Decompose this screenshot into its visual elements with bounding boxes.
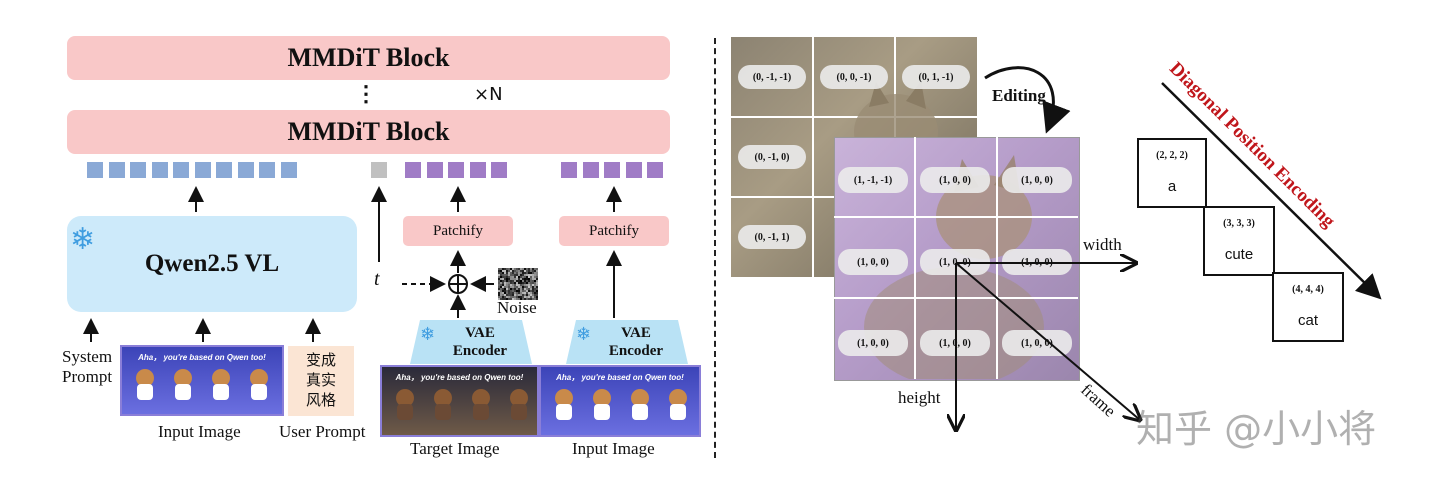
source-position-label: (0, -1, -1) xyxy=(738,65,806,89)
caption-input-image: Input Image xyxy=(158,422,241,441)
token xyxy=(448,162,464,178)
token xyxy=(604,162,620,178)
system-prompt-label: System Prompt xyxy=(62,347,113,386)
diagonal-word: cute xyxy=(1224,246,1254,263)
source-position-label: (0, -1, 0) xyxy=(738,145,806,169)
edited-position-label: (1, 0, 0) xyxy=(1002,167,1072,193)
edited-position-label: (1, 0, 0) xyxy=(1002,330,1072,356)
source-position-label: (0, 1, -1) xyxy=(902,65,970,89)
token xyxy=(405,162,421,178)
qwen-label: Qwen2.5 VL xyxy=(144,250,280,277)
source-position-label: (0, 0, -1) xyxy=(820,65,888,89)
timestep-label: t xyxy=(374,268,380,290)
caption-target-image: Target Image xyxy=(410,439,500,458)
banner-caption: Aha， you're based on Qwen too! xyxy=(395,373,524,382)
vae-trapezoid-shape xyxy=(410,320,532,364)
mmdit-block-top: MMDiT Block xyxy=(67,36,670,80)
snowflake-icon: ❄ xyxy=(420,324,436,345)
token xyxy=(194,162,211,178)
repeat-label: ×N xyxy=(474,84,503,105)
token xyxy=(216,162,232,178)
vae-label: VAE Encoder xyxy=(608,325,664,359)
frame-label: frame xyxy=(1077,380,1120,421)
panel-divider xyxy=(714,38,716,458)
patchify-input: Patchify xyxy=(559,216,669,246)
repeat-dots: ⋮ xyxy=(355,81,377,106)
diagonal-item-box: (3, 3, 3) cute xyxy=(1203,206,1275,276)
vae-label: VAE Encoder xyxy=(452,325,508,359)
edited-position-label: (1, 0, 0) xyxy=(838,330,908,356)
token xyxy=(151,162,168,178)
diagonal-coord: (2, 2, 2) xyxy=(1156,150,1188,161)
caption-input-image-2: Input Image xyxy=(572,439,655,458)
diagonal-coord: (4, 4, 4) xyxy=(1292,284,1324,295)
qwen-encoder-block: Qwen2.5 VL xyxy=(67,216,357,312)
token xyxy=(108,162,125,178)
vae-encoder-input: ❄ VAE Encoder xyxy=(566,320,688,364)
token xyxy=(280,162,297,178)
watermark: 知乎 @小小将 xyxy=(1136,407,1377,451)
diagonal-word: a xyxy=(1167,178,1177,195)
edited-position-label: (1, 0, 0) xyxy=(838,249,908,275)
token xyxy=(237,162,254,178)
left-arrows xyxy=(83,186,622,342)
edited-position-label: (1, 0, 0) xyxy=(920,330,990,356)
timestep-token xyxy=(371,162,387,178)
snowflake-icon: ❄ xyxy=(70,222,96,257)
noise-patch xyxy=(498,268,538,300)
editing-label: Editing xyxy=(992,86,1046,105)
token xyxy=(469,162,486,178)
banner-caption: Aha， you're based on Qwen too! xyxy=(556,373,684,382)
height-label: height xyxy=(898,388,941,407)
vae-trapezoid-shape xyxy=(566,320,688,364)
token xyxy=(647,162,663,178)
token xyxy=(582,162,599,178)
token xyxy=(130,162,146,178)
width-label: width xyxy=(1083,235,1122,254)
caption-user-prompt: User Prompt xyxy=(279,422,366,441)
patchify-target: Patchify xyxy=(403,216,513,246)
source-position-label: (0, -1, 1) xyxy=(738,225,806,249)
edited-position-label: (1, 0, 0) xyxy=(920,167,990,193)
input-image-banner-2: Aha， you're based on Qwen too! xyxy=(539,365,701,437)
token xyxy=(87,162,103,178)
edited-position-label: (1, 0, 0) xyxy=(920,249,990,275)
token xyxy=(426,162,443,178)
token xyxy=(173,162,189,178)
diagonal-item-box: (4, 4, 4) cat xyxy=(1272,272,1344,342)
token xyxy=(625,162,642,178)
user-prompt-box: 变成 真实 风格 xyxy=(288,346,354,416)
noise-label: Noise xyxy=(497,298,537,317)
edited-position-label: (1, -1, -1) xyxy=(838,167,908,193)
token xyxy=(561,162,577,178)
edited-position-label: (1, 0, 0) xyxy=(1002,249,1072,275)
diagonal-coord: (3, 3, 3) xyxy=(1223,218,1255,229)
diagonal-word: cat xyxy=(1297,312,1318,329)
token xyxy=(259,162,275,178)
diagonal-item-box: (2, 2, 2) a xyxy=(1137,138,1207,208)
snowflake-icon: ❄ xyxy=(576,324,592,345)
vae-encoder-target: ❄ VAE Encoder xyxy=(410,320,532,364)
banner-caption: Aha， you're based on Qwen too! xyxy=(138,353,266,362)
token xyxy=(491,162,507,178)
mmdit-block-bottom: MMDiT Block xyxy=(67,110,670,154)
